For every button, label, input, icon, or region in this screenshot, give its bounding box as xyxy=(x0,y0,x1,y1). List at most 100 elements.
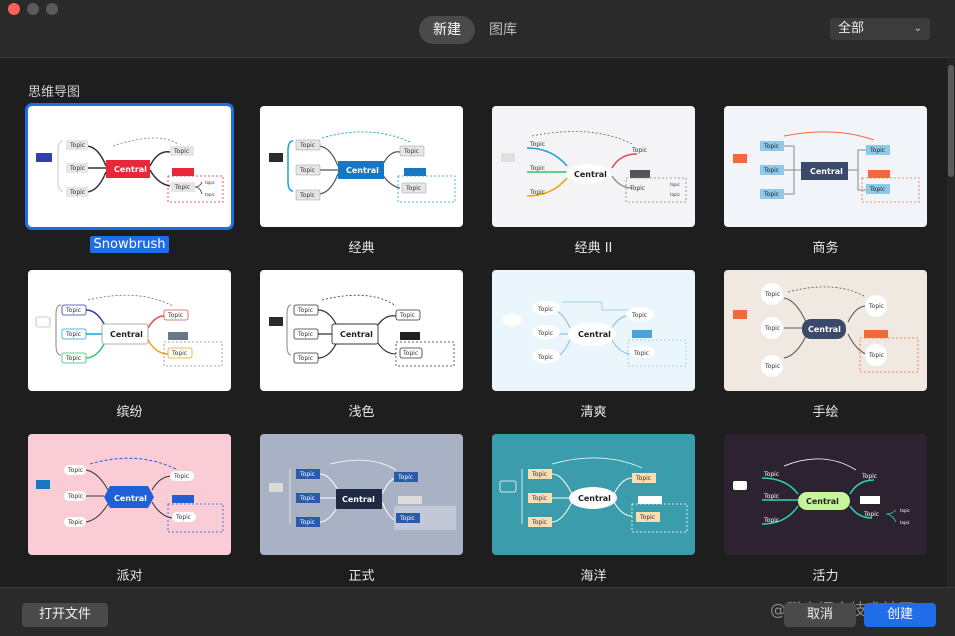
svg-text:Topic: Topic xyxy=(537,330,553,337)
svg-text:Topic: Topic xyxy=(297,307,313,314)
party-preview: Topic Topic Topic Central Topic Topic xyxy=(28,434,231,555)
svg-text:Central: Central xyxy=(340,330,373,339)
svg-text:Topic: Topic xyxy=(531,519,547,526)
tab-new[interactable]: 新建 xyxy=(419,16,475,44)
svg-text:Topic: Topic xyxy=(69,189,85,196)
svg-text:Topic: Topic xyxy=(397,474,413,481)
svg-text:Topic: Topic xyxy=(531,471,547,478)
svg-text:topic: topic xyxy=(205,192,215,197)
svg-text:Topic: Topic xyxy=(67,467,83,474)
template-card-formal[interactable]: Topic Topic Topic Central Topic Topic xyxy=(260,434,463,555)
svg-text:topic: topic xyxy=(670,182,680,187)
svg-text:topic: topic xyxy=(670,192,680,197)
template-label: 海洋 xyxy=(580,569,607,584)
template-card-business[interactable]: Topic Topic Topic Central Topic Topic xyxy=(724,106,927,227)
footer-bar: 打开文件 @稀土掘金技术社区 取消 创建 xyxy=(0,587,955,636)
svg-text:Topic: Topic xyxy=(861,473,877,480)
template-card-classic[interactable]: Topic Topic Topic Central Topic Topic xyxy=(260,106,463,227)
svg-text:Topic: Topic xyxy=(175,514,191,521)
svg-text:Topic: Topic xyxy=(399,312,415,319)
svg-text:Topic: Topic xyxy=(531,495,547,502)
svg-text:Central: Central xyxy=(806,497,839,506)
svg-text:Central: Central xyxy=(578,494,611,503)
svg-text:Central: Central xyxy=(342,495,375,504)
business-preview: Topic Topic Topic Central Topic Topic xyxy=(724,106,927,227)
svg-text:Topic: Topic xyxy=(631,312,647,319)
svg-text:Topic: Topic xyxy=(299,192,315,199)
svg-text:Topic: Topic xyxy=(869,147,885,154)
svg-text:Central: Central xyxy=(574,170,607,179)
light-preview: Topic Topic Topic Central Topic Topic xyxy=(260,270,463,391)
template-card-hand-drawn[interactable]: Topic Topic Topic Central Topic Topic xyxy=(724,270,927,391)
svg-text:Topic: Topic xyxy=(537,354,553,361)
template-card-snowbrush[interactable]: Topic Topic Topic Central Topic Topic to… xyxy=(28,106,231,227)
template-label: 缤纷 xyxy=(116,405,143,420)
svg-text:Topic: Topic xyxy=(763,517,779,524)
svg-text:Central: Central xyxy=(578,330,611,339)
fresh-preview: Topic Topic Topic Central Topic Topic xyxy=(492,270,695,391)
template-label: 商务 xyxy=(812,241,839,256)
create-button[interactable]: 创建 xyxy=(864,603,936,627)
svg-text:Topic: Topic xyxy=(299,167,315,174)
template-label: 派对 xyxy=(116,569,143,584)
svg-text:Topic: Topic xyxy=(299,495,315,502)
svg-text:Topic: Topic xyxy=(67,493,83,500)
svg-text:Topic: Topic xyxy=(863,511,879,518)
template-label: 清爽 xyxy=(580,405,607,420)
ocean-preview: Topic Topic Topic Central Topic Topic xyxy=(492,434,695,555)
svg-text:Topic: Topic xyxy=(405,185,421,192)
mode-switcher: 新建 图库 xyxy=(419,16,531,44)
svg-text:Topic: Topic xyxy=(633,350,649,357)
zoom-window-button[interactable] xyxy=(46,3,58,15)
colorful-preview: Topic Topic Topic Central Topic Topic xyxy=(28,270,231,391)
svg-text:Central: Central xyxy=(346,166,379,175)
svg-text:Topic: Topic xyxy=(763,143,779,150)
template-card-party[interactable]: Topic Topic Topic Central Topic Topic xyxy=(28,434,231,555)
svg-text:Topic: Topic xyxy=(299,519,315,526)
scrollbar-thumb[interactable] xyxy=(948,65,954,177)
template-gallery: 思维导图 Topic Topic Topic Central Topic xyxy=(0,59,946,587)
svg-text:Central: Central xyxy=(110,330,143,339)
minimize-window-button[interactable] xyxy=(27,3,39,15)
svg-text:Topic: Topic xyxy=(763,191,779,198)
svg-text:Topic: Topic xyxy=(299,471,315,478)
template-label: Snowbrush xyxy=(28,236,231,253)
template-card-colorful[interactable]: Topic Topic Topic Central Topic Topic xyxy=(28,270,231,391)
svg-text:Topic: Topic xyxy=(399,515,415,522)
snowbrush-preview: Topic Topic Topic Central Topic Topic to… xyxy=(28,106,231,227)
classic-ii-preview: Topic Topic Topic Central Topic Topic to… xyxy=(492,106,695,227)
template-card-fresh[interactable]: Topic Topic Topic Central Topic Topic xyxy=(492,270,695,391)
svg-text:Topic: Topic xyxy=(297,331,313,338)
close-window-button[interactable] xyxy=(8,3,20,15)
svg-text:Topic: Topic xyxy=(529,141,545,148)
template-card-vibrant[interactable]: Topic Topic Topic Central Topic Topic to… xyxy=(724,434,927,555)
svg-text:Topic: Topic xyxy=(171,350,187,357)
template-label: 活力 xyxy=(812,569,839,584)
vibrant-preview: Topic Topic Topic Central Topic Topic to… xyxy=(724,434,927,555)
template-card-classic-ii[interactable]: Topic Topic Topic Central Topic Topic to… xyxy=(492,106,695,227)
svg-text:Topic: Topic xyxy=(868,303,884,310)
svg-text:topic: topic xyxy=(900,520,910,525)
svg-text:Topic: Topic xyxy=(65,355,81,362)
svg-text:Central: Central xyxy=(114,165,147,174)
template-label: 经典 xyxy=(348,241,375,256)
svg-text:Topic: Topic xyxy=(67,519,83,526)
svg-text:Topic: Topic xyxy=(174,184,190,191)
cancel-button[interactable]: 取消 xyxy=(784,603,856,627)
category-filter-select[interactable]: 全部 ⌄ xyxy=(830,18,930,40)
svg-text:Topic: Topic xyxy=(763,167,779,174)
svg-text:Topic: Topic xyxy=(635,475,651,482)
template-card-light[interactable]: Topic Topic Topic Central Topic Topic xyxy=(260,270,463,391)
svg-text:Topic: Topic xyxy=(69,142,85,149)
open-file-button[interactable]: 打开文件 xyxy=(22,603,108,627)
template-label: 经典 II xyxy=(574,241,613,256)
formal-preview: Topic Topic Topic Central Topic Topic xyxy=(260,434,463,555)
template-card-ocean[interactable]: Topic Topic Topic Central Topic Topic xyxy=(492,434,695,555)
svg-text:Topic: Topic xyxy=(763,493,779,500)
vertical-scrollbar[interactable] xyxy=(947,59,955,587)
svg-text:Topic: Topic xyxy=(529,189,545,196)
section-title: 思维导图 xyxy=(28,85,81,100)
classic-preview: Topic Topic Topic Central Topic Topic xyxy=(260,106,463,227)
svg-text:Central: Central xyxy=(810,167,843,176)
tab-gallery[interactable]: 图库 xyxy=(489,22,517,38)
